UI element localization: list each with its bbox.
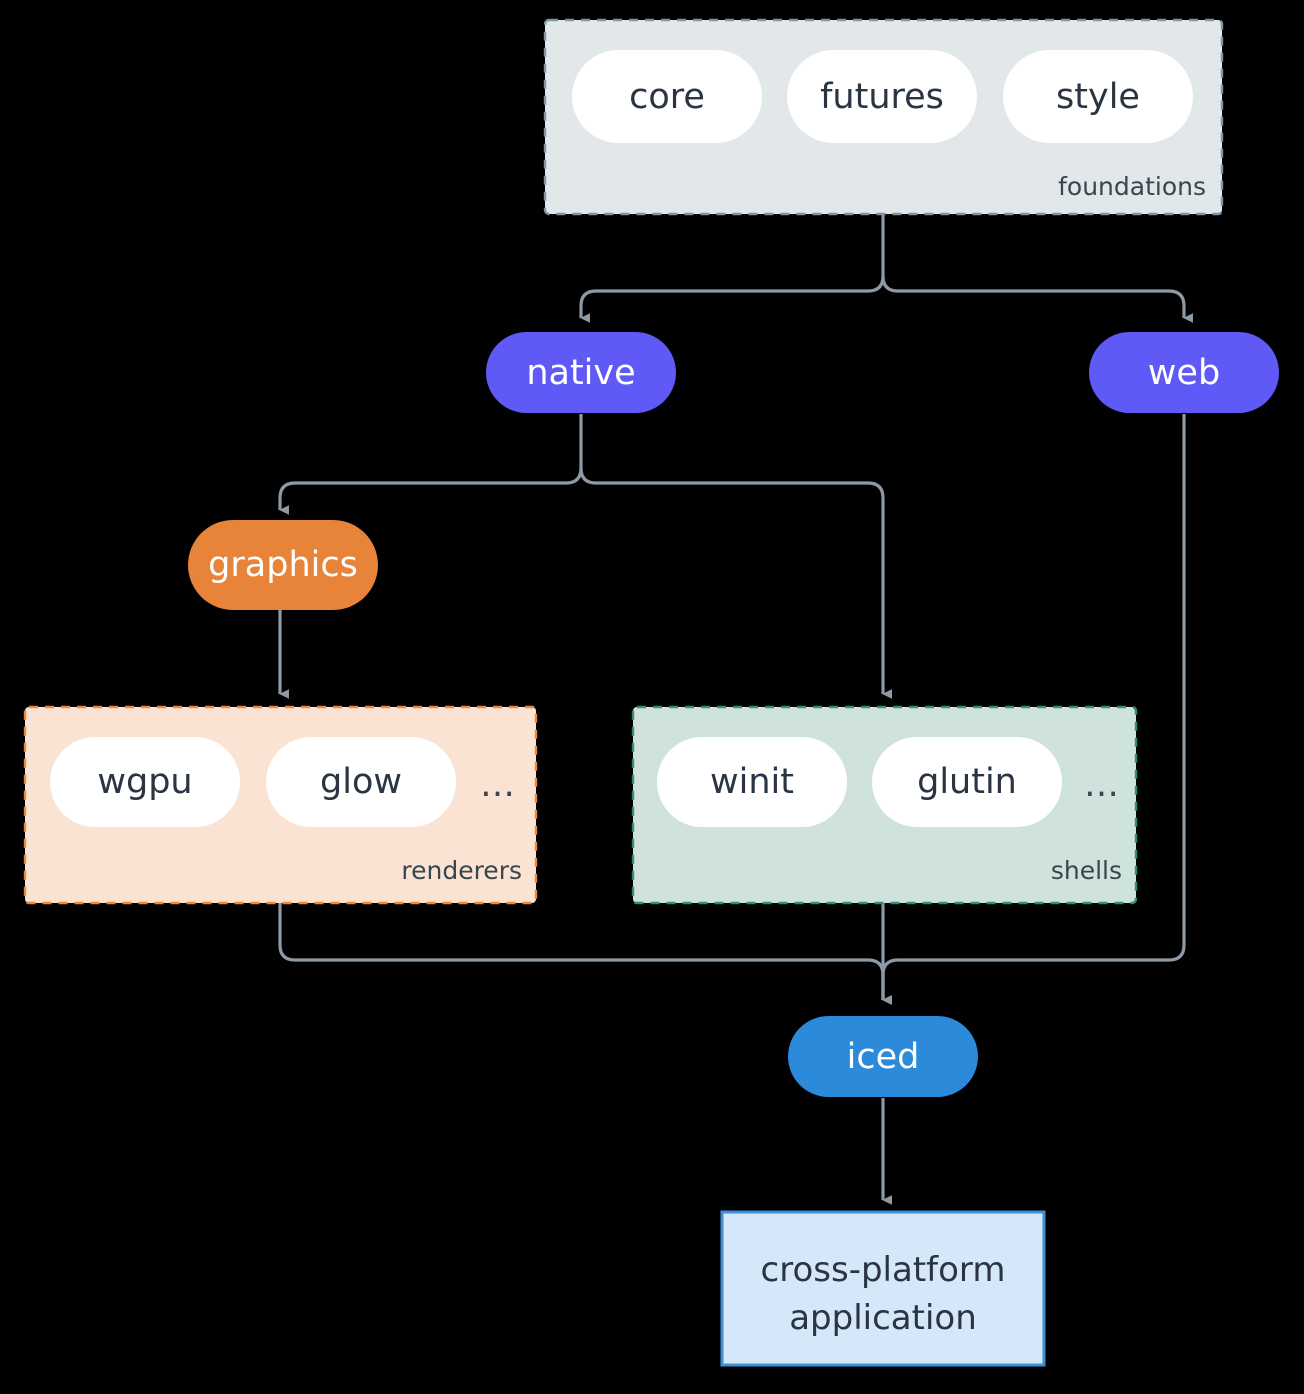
node-native[interactable]: native xyxy=(486,332,676,413)
node-style[interactable]: style xyxy=(1003,50,1193,143)
node-style-shape xyxy=(1003,50,1193,143)
node-web[interactable]: web xyxy=(1089,332,1279,413)
edge-layer xyxy=(278,214,1194,1205)
edge-renderers-to-iced xyxy=(278,903,893,1005)
cluster-shells: winit glutin … shells xyxy=(631,705,1138,905)
node-winit-shape xyxy=(657,737,847,827)
node-wgpu-label: wgpu xyxy=(97,762,192,802)
node-glow-shape xyxy=(266,737,456,827)
node-glow[interactable]: glow xyxy=(266,737,456,827)
node-futures[interactable]: futures xyxy=(787,50,977,143)
edge-foundations-to-native-web xyxy=(579,214,885,323)
node-native-shape xyxy=(486,332,676,413)
node-graphics[interactable]: graphics xyxy=(188,520,378,610)
node-graphics-shape xyxy=(188,520,378,610)
node-glutin-label: glutin xyxy=(917,762,1017,802)
node-iced-label: iced xyxy=(847,1037,920,1077)
node-core-shape xyxy=(572,50,762,143)
node-iced-shape xyxy=(788,1016,978,1097)
node-cross-platform-application[interactable]: cross-platform application xyxy=(720,1210,1046,1367)
node-glow-label: glow xyxy=(320,762,402,802)
node-native-label: native xyxy=(526,353,635,393)
node-futures-shape xyxy=(787,50,977,143)
shells-ellipsis: … xyxy=(1084,765,1120,805)
cluster-renderers: wgpu glow … renderers xyxy=(23,705,538,905)
cluster-foundations: core futures style foundations xyxy=(543,18,1224,216)
application-label-line1: cross-platform xyxy=(761,1250,1006,1290)
cluster-foundations-label: foundations xyxy=(1058,172,1206,201)
node-core-label: core xyxy=(629,77,705,117)
node-iced[interactable]: iced xyxy=(788,1016,978,1097)
node-web-shape xyxy=(1089,332,1279,413)
node-glutin[interactable]: glutin xyxy=(872,737,1062,827)
node-graphics-label: graphics xyxy=(208,545,358,585)
application-label-line2: application xyxy=(789,1298,977,1338)
edge-native-to-shells xyxy=(579,467,893,699)
application-box xyxy=(720,1210,1046,1367)
node-wgpu[interactable]: wgpu xyxy=(50,737,240,827)
cluster-shells-label: shells xyxy=(1051,856,1122,885)
node-core[interactable]: core xyxy=(572,50,762,143)
cluster-renderers-label: renderers xyxy=(401,856,522,885)
node-glutin-shape xyxy=(872,737,1062,827)
edge-web-to-iced xyxy=(881,414,1186,1005)
node-futures-label: futures xyxy=(820,77,944,117)
renderers-ellipsis: … xyxy=(480,765,516,805)
node-web-label: web xyxy=(1148,353,1220,393)
edge-native-to-graphics xyxy=(278,414,583,515)
node-style-label: style xyxy=(1056,77,1140,117)
edge-foundations-to-web xyxy=(881,275,1194,323)
node-winit[interactable]: winit xyxy=(657,737,847,827)
node-wgpu-shape xyxy=(50,737,240,827)
node-winit-label: winit xyxy=(710,762,794,802)
